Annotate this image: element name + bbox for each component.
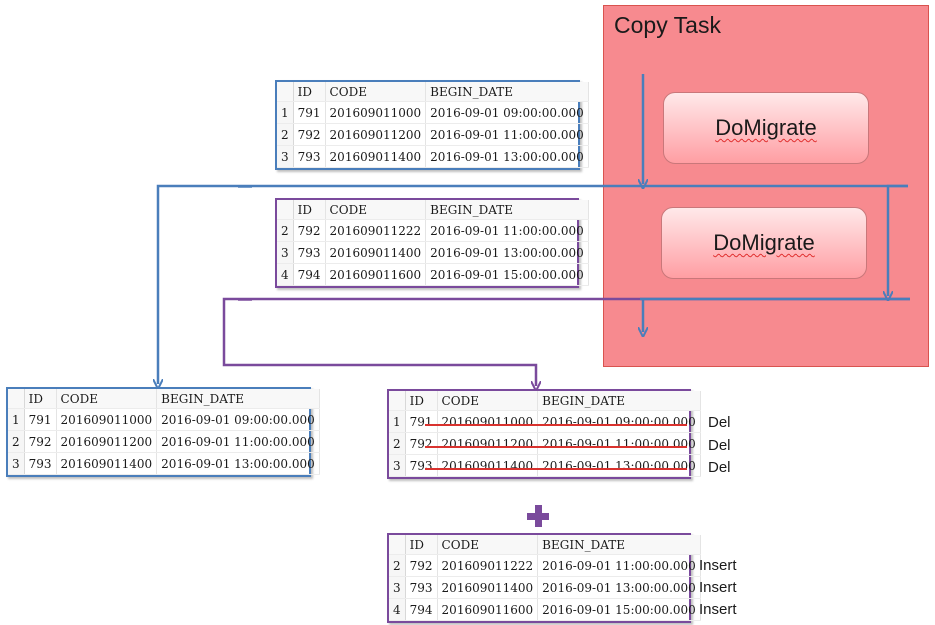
domigrate-step-2-label: DoMigrate xyxy=(713,230,815,255)
copy-task-title: Copy Task xyxy=(614,12,721,38)
plus-icon xyxy=(527,505,549,527)
col-header: CODE xyxy=(437,391,539,411)
col-header: BEGIN_DATE xyxy=(537,391,701,411)
col-header: CODE xyxy=(437,535,539,555)
col-header: ID xyxy=(405,535,438,555)
strikethrough-line xyxy=(425,424,687,426)
domigrate-step-1: DoMigrate xyxy=(663,92,869,164)
del-label: Del xyxy=(708,437,731,454)
col-header: CODE xyxy=(325,200,427,220)
del-label: Del xyxy=(708,459,731,476)
insert-label: Insert xyxy=(699,579,737,596)
col-header: BEGIN_DATE xyxy=(425,82,589,102)
strikethrough-line xyxy=(425,446,687,448)
domigrate-step-2: DoMigrate xyxy=(661,207,867,279)
connector-purple xyxy=(222,297,910,386)
domigrate-step-1-label: DoMigrate xyxy=(715,115,817,140)
col-header: ID xyxy=(293,200,326,220)
insert-label: Insert xyxy=(699,601,737,618)
col-header: BEGIN_DATE xyxy=(537,535,701,555)
col-header: ID xyxy=(293,82,326,102)
del-label: Del xyxy=(708,414,731,431)
col-header: ID xyxy=(405,391,438,411)
strikethrough-line xyxy=(425,468,687,470)
col-header: CODE xyxy=(325,82,427,102)
arrow-task-loop xyxy=(888,184,908,296)
col-header: ID xyxy=(24,389,57,409)
col-header: BEGIN_DATE xyxy=(425,200,589,220)
col-header: CODE xyxy=(56,389,158,409)
connector-blue xyxy=(158,184,908,384)
insert-label: Insert xyxy=(699,557,737,574)
col-header: BEGIN_DATE xyxy=(156,389,320,409)
